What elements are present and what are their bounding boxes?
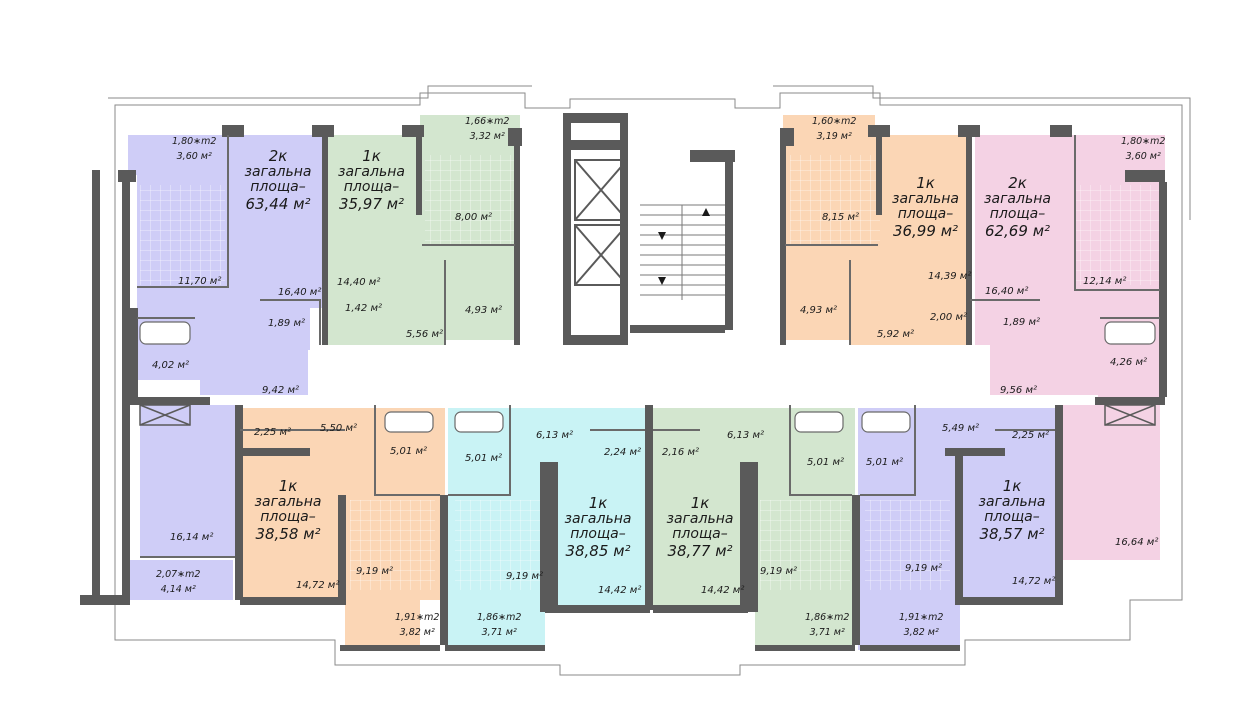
- room-area-label: 5,56 м²: [406, 329, 443, 340]
- partitions: [137, 135, 1160, 558]
- tile-zones: [140, 155, 1160, 590]
- room-area-label: 8,00 м²: [455, 212, 492, 223]
- room-area-label: 5,92 м²: [877, 329, 914, 340]
- room-area-label: 14,42 м²: [598, 585, 642, 596]
- room-area-label: 5,01 м²: [807, 457, 844, 468]
- room-area-label: 11,70 м²: [178, 276, 222, 287]
- room-area-label: 9,19 м²: [356, 566, 393, 577]
- room-area-label: 14,39 м²: [928, 271, 972, 282]
- room-area-label: 14,72 м²: [296, 580, 340, 591]
- room-area-label: 9,19 м²: [760, 566, 797, 577]
- building-outline: [108, 85, 1191, 676]
- stair-arrows: [658, 208, 710, 285]
- room-area-label: 9,19 м²: [905, 563, 942, 574]
- room-area-label: 16,64 м²: [1115, 537, 1159, 548]
- room-area-label: 9,42 м²: [262, 385, 299, 396]
- room-area-label: 1,42 м²: [345, 303, 382, 314]
- room-area-label: 2,00 м²: [930, 312, 967, 323]
- room-area-label: 9,56 м²: [1000, 385, 1037, 396]
- arrow-up-icon: [702, 208, 710, 216]
- walls: [80, 113, 1167, 651]
- bathtubs: [139, 321, 1156, 433]
- room-area-label: 2,25 м²: [1012, 430, 1049, 441]
- room-area-label: 5,01 м²: [390, 446, 427, 457]
- shaft-markers: [139, 404, 1156, 426]
- room-area-label: 9,19 м²: [506, 571, 543, 582]
- room-area-label: 12,14 м²: [1083, 276, 1127, 287]
- room-area-label: 5,01 м²: [866, 457, 903, 468]
- room-area-label: 14,40 м²: [337, 277, 381, 288]
- room-area-label: 4,02 м²: [152, 360, 189, 371]
- room-area-label: 16,14 м²: [170, 532, 214, 543]
- room-area-label: 4,93 м²: [465, 305, 502, 316]
- room-area-label: 5,50 м²: [320, 423, 357, 434]
- common-areas: [308, 110, 990, 405]
- room-area-label: 2,24 м²: [604, 447, 641, 458]
- room-area-label: 4,26 м²: [1110, 357, 1147, 368]
- room-area-label: 5,49 м²: [942, 423, 979, 434]
- room-area-label: 1,89 м²: [268, 318, 305, 329]
- stair-flight: [640, 204, 725, 300]
- room-area-label: 4,93 м²: [800, 305, 837, 316]
- corridor-fill: [308, 350, 990, 405]
- room-area-label: 16,40 м²: [985, 286, 1029, 297]
- room-area-label: 8,15 м²: [822, 212, 859, 223]
- elevator-shafts: [574, 159, 628, 286]
- room-area-label: 14,72 м²: [1012, 576, 1056, 587]
- room-area-label: 6,13 м²: [536, 430, 573, 441]
- room-area-label: 2,25 м²: [254, 427, 291, 438]
- room-area-label: 2,16 м²: [662, 447, 699, 458]
- room-area-label: 16,40 м²: [278, 287, 322, 298]
- room-area-label: 5,01 м²: [465, 453, 502, 464]
- arrow-down-icon-2: [658, 277, 666, 285]
- arrow-down-icon: [658, 232, 666, 240]
- room-area-label: 6,13 м²: [727, 430, 764, 441]
- apartment-2k-left-bedroom-fill: [140, 405, 235, 557]
- room-area-label: 14,42 м²: [701, 585, 745, 596]
- room-area-label: 1,89 м²: [1003, 317, 1040, 328]
